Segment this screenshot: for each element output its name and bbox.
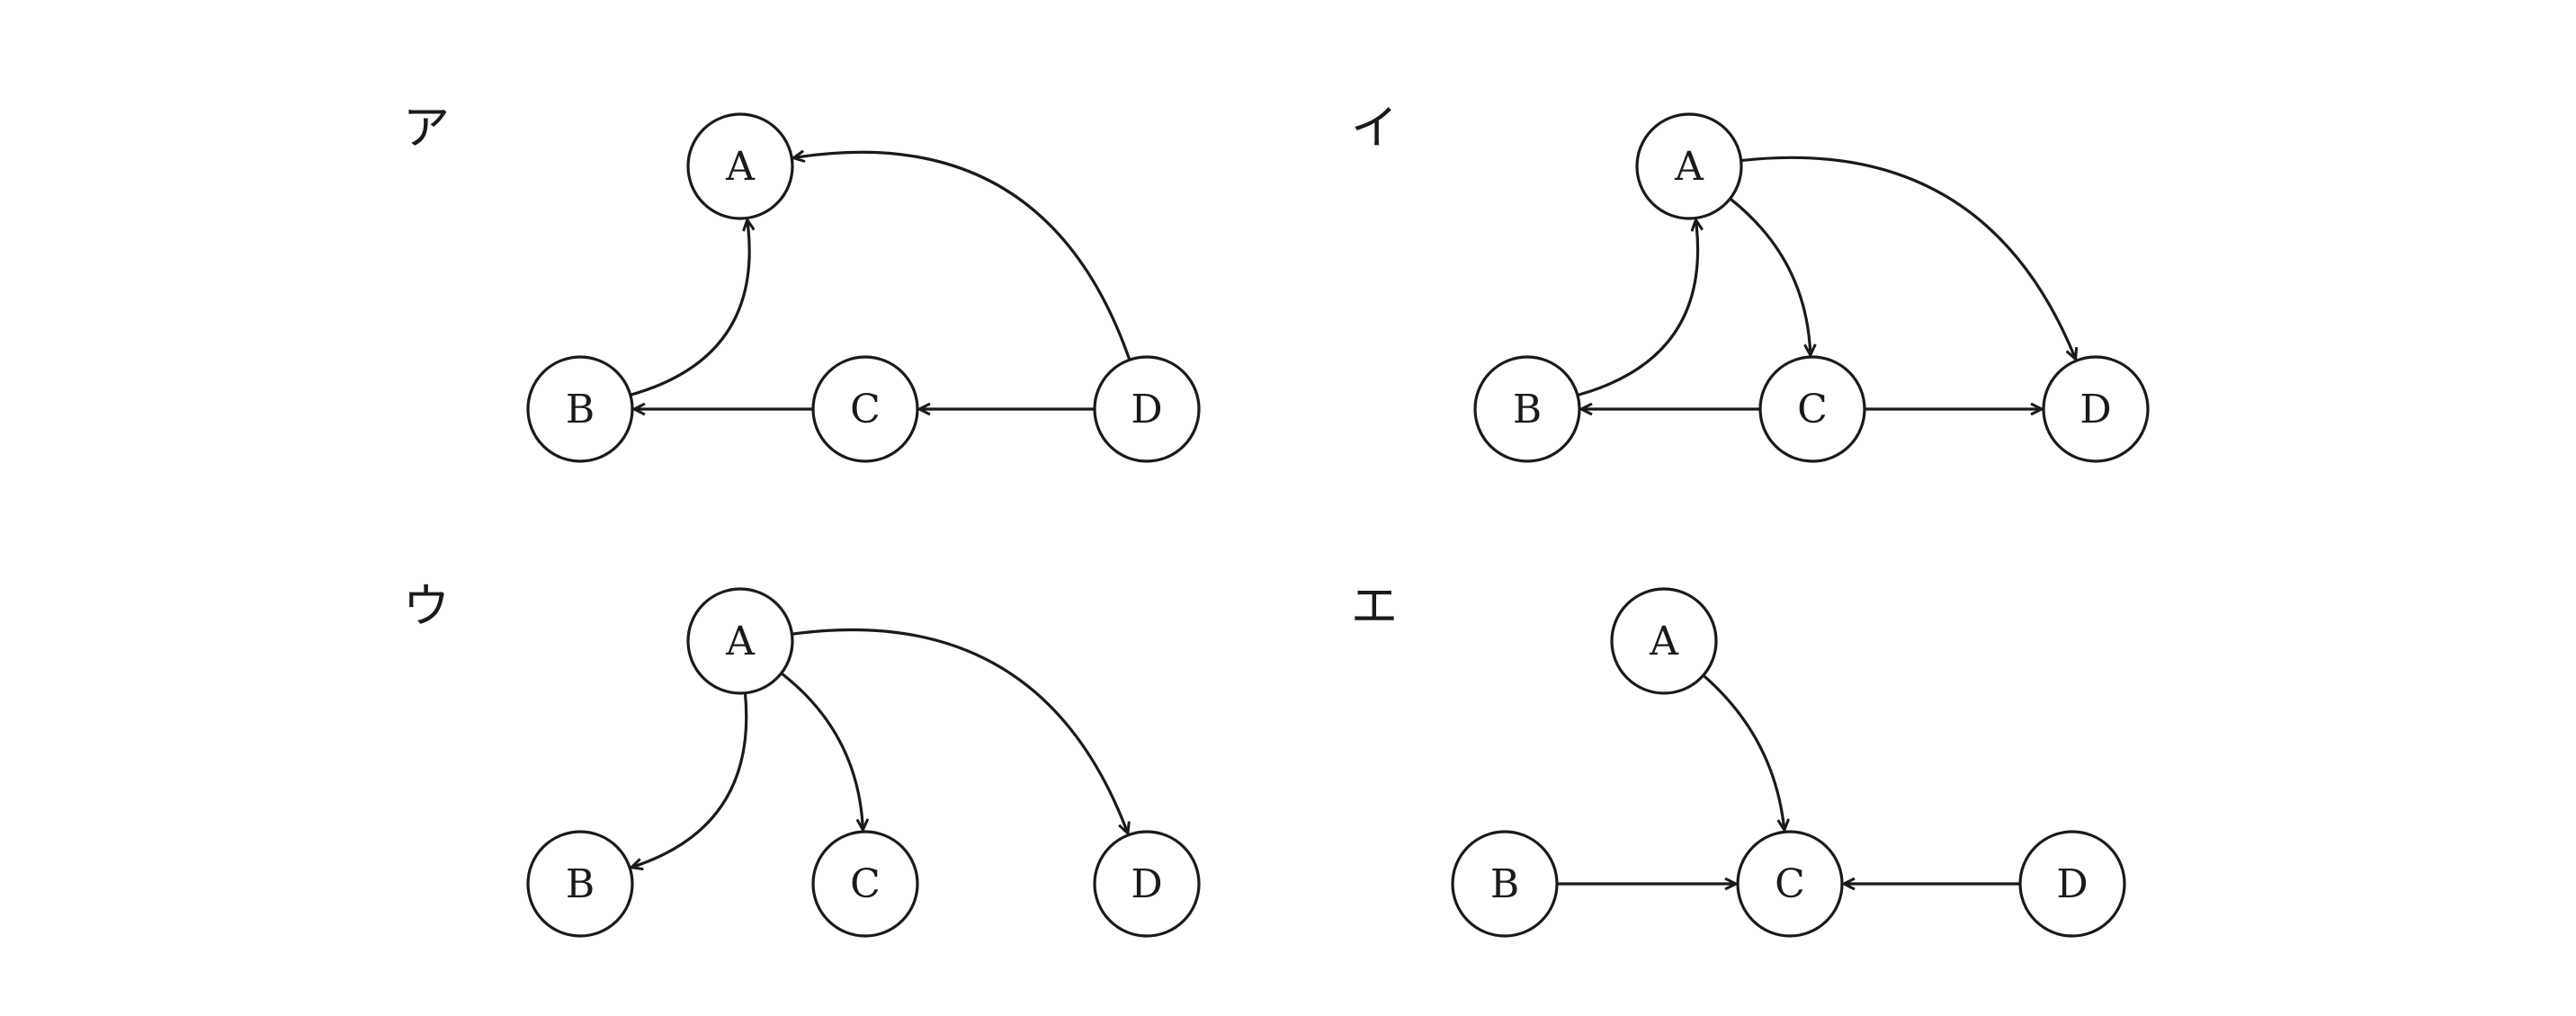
node-b: B — [526, 355, 634, 463]
node-circle — [1093, 355, 1201, 463]
node-label: B — [1490, 861, 1519, 907]
edge-a-to-d — [792, 628, 1127, 833]
node-label: A — [1649, 619, 1679, 664]
option-label: エ — [1351, 580, 1398, 634]
edge-a-to-b — [631, 692, 748, 868]
node-circle — [526, 355, 634, 463]
node-d: D — [1093, 355, 1201, 463]
node-a: A — [686, 112, 794, 220]
node-c: C — [1736, 830, 1844, 938]
edge-a-to-c — [1702, 673, 1784, 830]
node-c: C — [811, 830, 919, 938]
option-label: ウ — [403, 580, 450, 634]
node-label: D — [1131, 387, 1162, 432]
edge-d-to-a — [793, 152, 1131, 361]
node-circle — [1093, 830, 1201, 938]
node-circle — [2042, 355, 2150, 463]
node-label: C — [850, 387, 881, 432]
node-d: D — [2018, 830, 2126, 938]
node-circle — [2018, 830, 2126, 938]
node-circle — [1758, 355, 1866, 463]
diagram-2: イ A B C D — [1351, 102, 2150, 463]
node-circle — [1736, 830, 1844, 938]
edge-a-to-d — [1740, 156, 2076, 359]
node-circle — [686, 587, 794, 695]
edge-b-to-a — [630, 219, 749, 397]
node-label: D — [2056, 861, 2088, 907]
node-a: A — [1635, 112, 1743, 220]
node-label: B — [566, 387, 595, 432]
node-d: D — [2042, 355, 2150, 463]
edge-a-to-c — [780, 672, 863, 830]
node-label: C — [850, 861, 881, 907]
node-circle — [1635, 112, 1743, 220]
node-label: A — [1674, 144, 1704, 190]
diagram-3: ウ A B C D — [403, 580, 1201, 938]
node-c: C — [811, 355, 919, 463]
node-d: D — [1093, 830, 1201, 938]
node-label: A — [725, 619, 756, 664]
node-circle — [811, 355, 919, 463]
node-label: B — [566, 861, 595, 907]
option-label: ア — [403, 102, 450, 156]
node-circle — [1473, 355, 1581, 463]
node-label: A — [725, 144, 756, 190]
option-label: イ — [1351, 102, 1398, 156]
edge-b-to-a — [1577, 220, 1698, 397]
node-label: C — [1775, 861, 1805, 907]
node-label: B — [1513, 387, 1542, 432]
node-a: A — [686, 587, 794, 695]
diagram-1: ア A B C D — [403, 102, 1201, 463]
node-circle — [686, 112, 794, 220]
node-c: C — [1758, 355, 1866, 463]
node-circle — [1610, 587, 1718, 695]
node-b: B — [1451, 830, 1559, 938]
diagram-4: エ A B C D — [1351, 580, 2126, 938]
node-a: A — [1610, 587, 1718, 695]
node-circle — [526, 830, 634, 938]
node-label: D — [1131, 861, 1162, 907]
edge-a-to-c — [1729, 197, 1811, 355]
node-circle — [811, 830, 919, 938]
node-circle — [1451, 830, 1559, 938]
node-b: B — [526, 830, 634, 938]
node-label: D — [2080, 387, 2111, 432]
node-label: C — [1797, 387, 1828, 432]
node-b: B — [1473, 355, 1581, 463]
